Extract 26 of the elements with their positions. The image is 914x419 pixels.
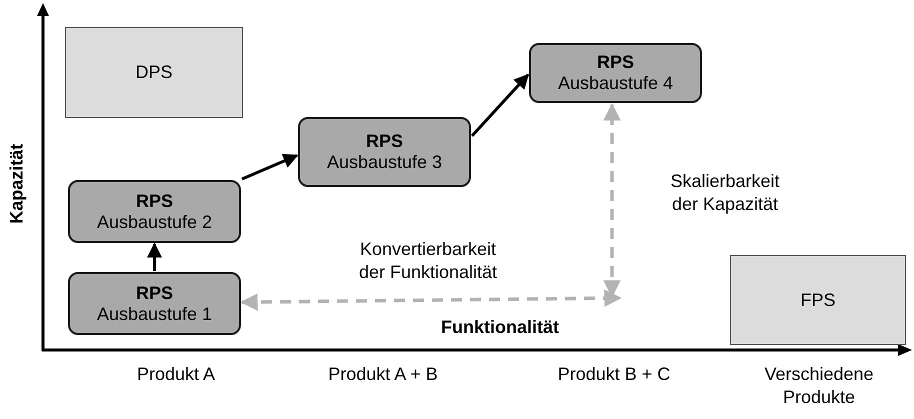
node-text: FPS [800, 290, 836, 310]
category-label: Produkt B + C [556, 363, 672, 386]
node-text: DPS [135, 62, 172, 83]
node-title: RPS [366, 131, 403, 152]
stage-box [298, 117, 471, 187]
node-text: Ausbaustufe 3 [326, 152, 442, 173]
system-box [730, 255, 906, 345]
node-title: RPS [136, 282, 173, 304]
arrow [241, 154, 298, 180]
stage-box [68, 180, 241, 243]
category-label: Produkt A [136, 363, 216, 386]
node-title: RPS [136, 190, 173, 212]
node-text: Ausbaustufe 2 [96, 212, 212, 232]
node-text: Ausbaustufe 4 [558, 73, 674, 94]
system-box [65, 27, 243, 118]
stage-box [529, 43, 702, 103]
arrow [470, 74, 530, 137]
node-text: Ausbaustufe 1 [96, 304, 212, 324]
axis-title: Kapazität [5, 142, 28, 226]
category-label: Verschiedene Produkte [763, 363, 875, 410]
dashed-arrow [240, 289, 622, 311]
node-title: RPS [596, 52, 634, 73]
stage-box [68, 272, 241, 335]
category-label: Produkt A + B [327, 363, 439, 386]
arrow [147, 242, 162, 271]
axis-title: Funktionalität [440, 316, 560, 339]
